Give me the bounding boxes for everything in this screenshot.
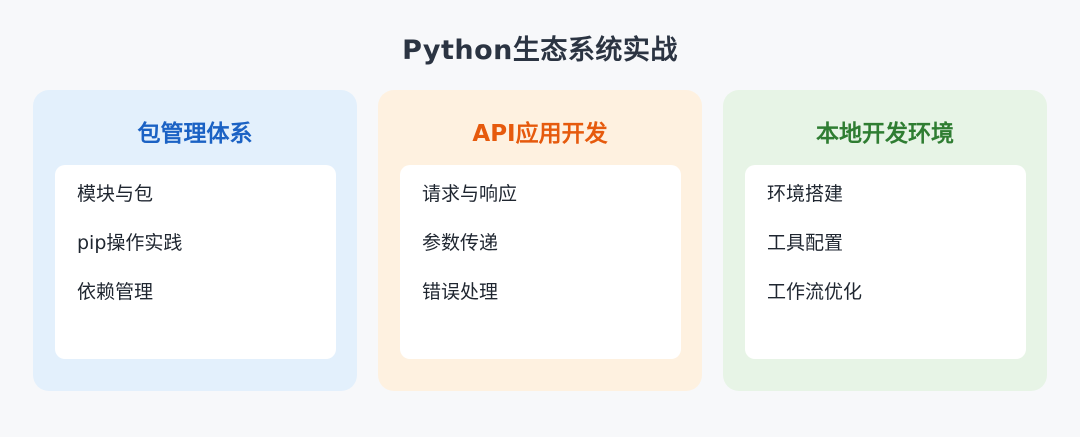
- list-item: 工具配置: [767, 232, 844, 254]
- card-item-list: 环境搭建 工具配置 工作流优化: [745, 165, 1026, 359]
- card-item-list: 模块与包 pip操作实践 依赖管理: [55, 165, 336, 359]
- card-api-development: API应用开发 请求与响应 参数传递 错误处理: [378, 90, 702, 391]
- list-item: 模块与包: [77, 183, 154, 205]
- list-item: 工作流优化: [767, 281, 863, 303]
- card-item-list: 请求与响应 参数传递 错误处理: [400, 165, 681, 359]
- card-title: 包管理体系: [137, 121, 253, 147]
- page-title: Python生态系统实战: [402, 35, 678, 66]
- card-title: 本地开发环境: [816, 121, 954, 147]
- list-item: 依赖管理: [77, 281, 154, 303]
- list-item: 错误处理: [422, 281, 499, 303]
- list-item: 参数传递: [422, 232, 499, 254]
- card-local-environment: 本地开发环境 环境搭建 工具配置 工作流优化: [723, 90, 1047, 391]
- list-item: pip操作实践: [77, 232, 183, 254]
- card-package-management: 包管理体系 模块与包 pip操作实践 依赖管理: [33, 90, 357, 391]
- list-item: 环境搭建: [767, 183, 844, 205]
- card-title: API应用开发: [472, 121, 608, 147]
- list-item: 请求与响应: [422, 183, 518, 205]
